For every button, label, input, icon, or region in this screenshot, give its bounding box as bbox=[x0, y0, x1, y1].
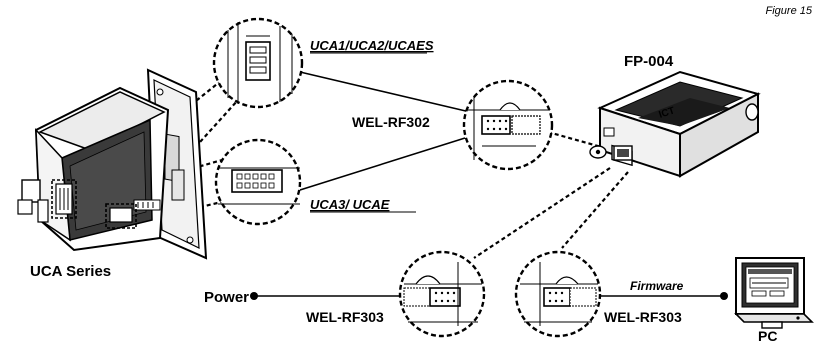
zoom-rf302-connector bbox=[462, 79, 554, 171]
fp004-logo: ICT bbox=[658, 105, 677, 120]
wel-rf303-pc-label: WEL-RF303 bbox=[604, 309, 682, 325]
cable-uca1-rf302 bbox=[299, 71, 471, 113]
uca-series-label: UCA Series bbox=[30, 263, 111, 280]
zoom-rf303-pc-connector bbox=[514, 250, 602, 338]
uca3-group-label: UCA3/ UCAE bbox=[310, 197, 390, 212]
wel-rf303-power-label: WEL-RF303 bbox=[306, 309, 384, 325]
fp004-device: ICT bbox=[589, 70, 761, 178]
cable-uca3-rf302 bbox=[299, 137, 466, 191]
zoom-uca3-connector bbox=[214, 138, 302, 226]
figure-label: Figure 15 bbox=[766, 5, 813, 17]
power-label: Power bbox=[204, 289, 249, 306]
uca-device-illustration bbox=[17, 68, 208, 260]
zoom-uca1-connector bbox=[212, 17, 304, 109]
pc-label: PC bbox=[758, 328, 777, 344]
pc-plug-dot bbox=[720, 292, 728, 300]
leader-fp004-pc bbox=[561, 171, 629, 249]
power-plug-dot bbox=[250, 292, 258, 300]
leader-fp004-power bbox=[473, 167, 611, 259]
pc-monitor-icon bbox=[734, 257, 814, 329]
wel-rf302-label: WEL-RF302 bbox=[352, 114, 430, 130]
uca1-group-label: UCA1/UCA2/UCAES bbox=[310, 38, 434, 53]
zoom-rf303-power-connector bbox=[398, 250, 486, 338]
firmware-label: Firmware bbox=[630, 279, 684, 293]
fp004-label: FP-004 bbox=[624, 53, 674, 70]
